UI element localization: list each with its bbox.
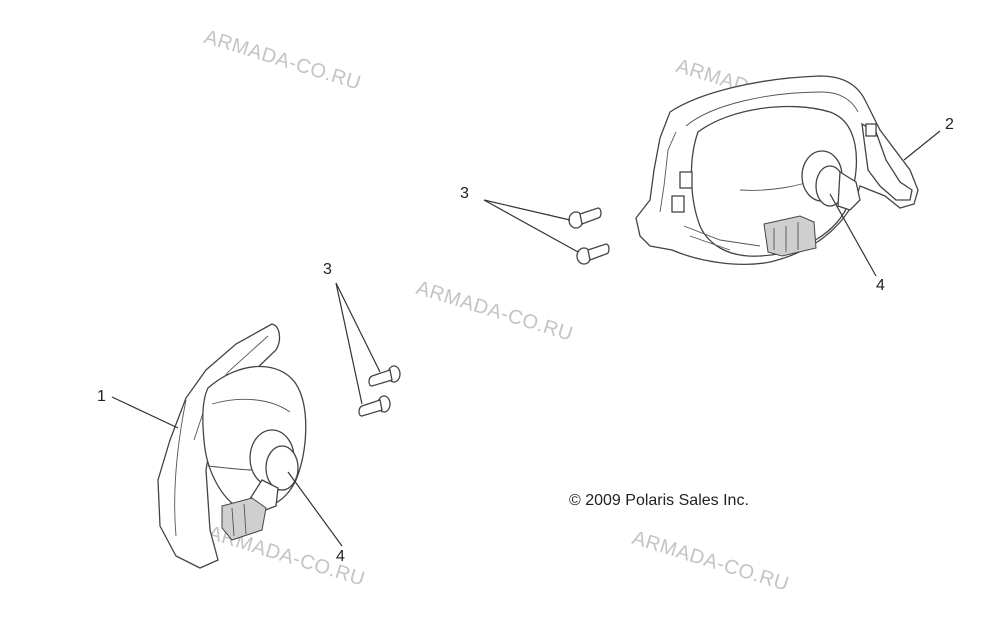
screw-upper-1 xyxy=(568,207,602,229)
callout-4-left: 4 xyxy=(336,548,345,565)
right-bulb xyxy=(801,150,861,211)
callout-4-right: 4 xyxy=(876,277,885,294)
leader-2 xyxy=(903,130,941,161)
left-headlight-assembly xyxy=(157,323,307,569)
screw-upper-2 xyxy=(576,243,610,265)
callout-3-lower: 3 xyxy=(323,261,332,278)
callout-1: 1 xyxy=(97,388,106,405)
leader-3-upper-a xyxy=(483,199,571,221)
leader-1 xyxy=(111,396,179,429)
right-reflector-body xyxy=(690,105,858,257)
right-arm-clip xyxy=(865,123,877,137)
leader-3-upper-b xyxy=(483,199,579,253)
right-mounting-arm xyxy=(861,122,913,201)
right-bracket-tab-lower xyxy=(671,195,685,213)
leader-4-right xyxy=(829,193,877,277)
copyright-notice: © 2009 Polaris Sales Inc. xyxy=(569,492,749,509)
leader-4-left xyxy=(287,471,343,547)
callout-3-upper: 3 xyxy=(460,185,469,202)
screw-lower-2 xyxy=(358,395,391,417)
right-headlight-assembly xyxy=(635,75,919,266)
right-connector xyxy=(763,215,817,257)
right-bracket-tab-upper xyxy=(679,171,693,189)
screw-lower-1 xyxy=(368,365,401,387)
leader-lines xyxy=(111,130,941,547)
left-reflector-body xyxy=(202,365,307,511)
left-connector xyxy=(221,497,267,541)
leader-3-lower-a xyxy=(335,282,381,373)
left-bulb xyxy=(247,429,299,513)
leader-3-lower-b xyxy=(335,282,363,405)
callout-2: 2 xyxy=(945,116,954,133)
